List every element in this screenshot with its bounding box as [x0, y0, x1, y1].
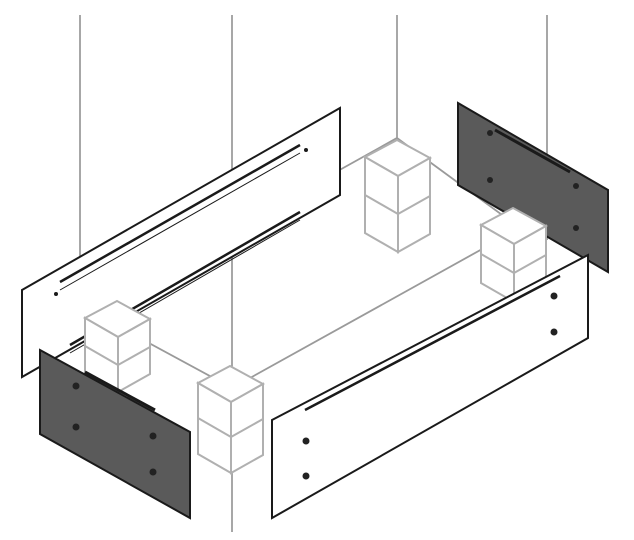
rear-right-panel	[457, 101, 609, 274]
bolt-hole	[573, 225, 579, 231]
bolt-hole	[487, 177, 493, 183]
corner-block-front	[195, 364, 266, 475]
front-right-panel	[271, 253, 589, 520]
bolt-hole	[54, 292, 58, 296]
bolt-hole	[72, 382, 80, 390]
bolt-hole	[550, 292, 558, 300]
bolt-hole	[302, 437, 310, 445]
corner-blocks	[82, 138, 549, 475]
bolt-hole	[149, 432, 157, 440]
corner-block-left	[82, 299, 153, 394]
front-left-panel	[39, 348, 191, 520]
bolt-hole	[573, 183, 579, 189]
rear-left-panel	[21, 106, 341, 379]
bolt-hole	[302, 472, 310, 480]
bolt-hole	[304, 148, 308, 152]
bolt-hole	[487, 130, 493, 136]
bolt-hole	[72, 423, 80, 431]
bolt-hole	[550, 328, 558, 336]
bolt-hole	[149, 468, 157, 476]
corner-block-right	[478, 206, 549, 304]
corner-block-rear	[362, 138, 433, 254]
